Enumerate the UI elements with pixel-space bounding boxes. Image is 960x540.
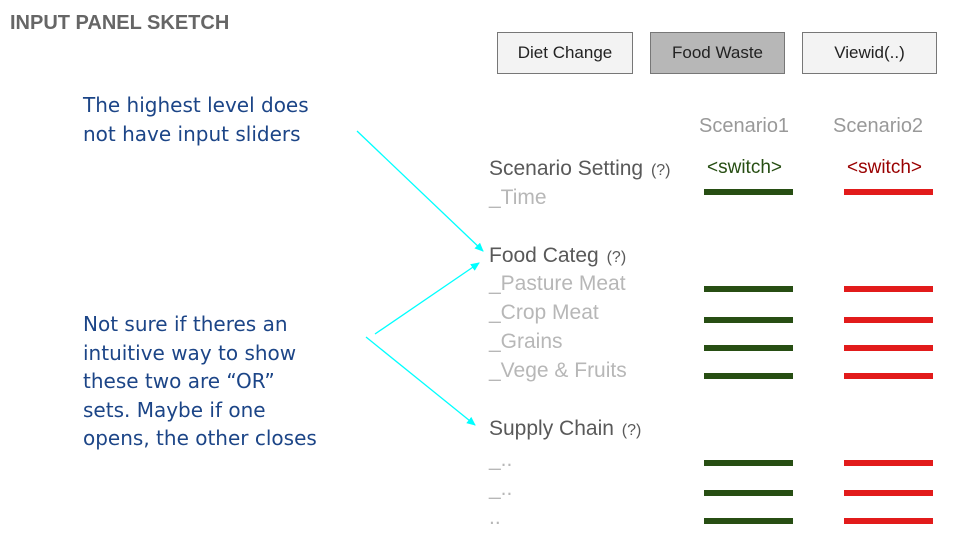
scenario2-slider-crop-meat[interactable] [844,317,933,323]
column-header-scenario2: Scenario2 [833,115,924,137]
scenario1-slider-time[interactable] [704,189,793,195]
section-label: Supply Chain [489,417,614,440]
scenario1-slider-vege-fruits[interactable] [704,373,793,379]
scenario1-slider-supply-2[interactable] [704,490,793,496]
help-icon[interactable]: (?) [621,422,642,439]
section-label: Food Categ [489,244,599,267]
subitem-vege-fruits: _Vege & Fruits [489,359,627,382]
subitem-crop-meat: _Crop Meat [489,301,599,324]
note-or-sets: Not sure if theres an intuitive way to s… [83,310,317,453]
arrow-up-to-food-categ [374,262,480,335]
scenario2-slider-grains[interactable] [844,345,933,351]
subitem-pasture-meat: _Pasture Meat [489,272,626,295]
scenario1-slider-supply-1[interactable] [704,460,793,466]
scenario2-slider-time[interactable] [844,189,933,195]
subitem-supply-1: _.. [489,448,513,471]
tab-diet-change[interactable]: Diet Change [497,32,633,74]
scenario2-switch[interactable]: <switch> [847,157,922,178]
section-supply-chain[interactable]: Supply Chain (?) [489,417,641,441]
scenario2-slider-supply-1[interactable] [844,460,933,466]
note-line: opens, the other closes [83,426,317,451]
subitem-supply-3: .. [489,506,501,529]
page-title: INPUT PANEL SKETCH [10,12,230,34]
scenario1-slider-supply-3[interactable] [704,518,793,524]
tab-food-waste[interactable]: Food Waste [650,32,785,74]
scenario2-slider-supply-2[interactable] [844,490,933,496]
section-scenario-setting[interactable]: Scenario Setting (?) [489,157,671,181]
help-icon[interactable]: (?) [606,249,627,266]
scenario1-slider-grains[interactable] [704,345,793,351]
note-line: intuitive way to show [83,340,297,365]
subitem-supply-2: _.. [489,477,513,500]
note-line: sets. Maybe if one [83,397,266,422]
scenario1-slider-crop-meat[interactable] [704,317,793,323]
scenario2-slider-supply-3[interactable] [844,518,933,524]
help-icon[interactable]: (?) [650,162,671,179]
scenario2-slider-vege-fruits[interactable] [844,373,933,379]
section-label: Scenario Setting [489,157,644,180]
note-line: The highest level does [83,93,309,117]
column-header-scenario1: Scenario1 [699,115,790,137]
note-line: Not sure if theres an [83,312,288,336]
subitem-grains: _Grains [489,330,563,353]
note-highest-level: The highest level does not have input sl… [83,91,309,148]
section-food-categ[interactable]: Food Categ (?) [489,244,626,268]
note-line: these two are “OR” [83,369,275,394]
tab-viewid[interactable]: Viewid(..) [802,32,937,74]
arrow-to-supply-chain [365,336,476,426]
scenario1-switch[interactable]: <switch> [707,157,782,178]
scenario1-slider-pasture-meat[interactable] [704,286,793,292]
subitem-time: _Time [489,186,547,209]
note-line: not have input sliders [83,121,301,146]
arrow-to-food-categ [356,130,484,252]
scenario2-slider-pasture-meat[interactable] [844,286,933,292]
